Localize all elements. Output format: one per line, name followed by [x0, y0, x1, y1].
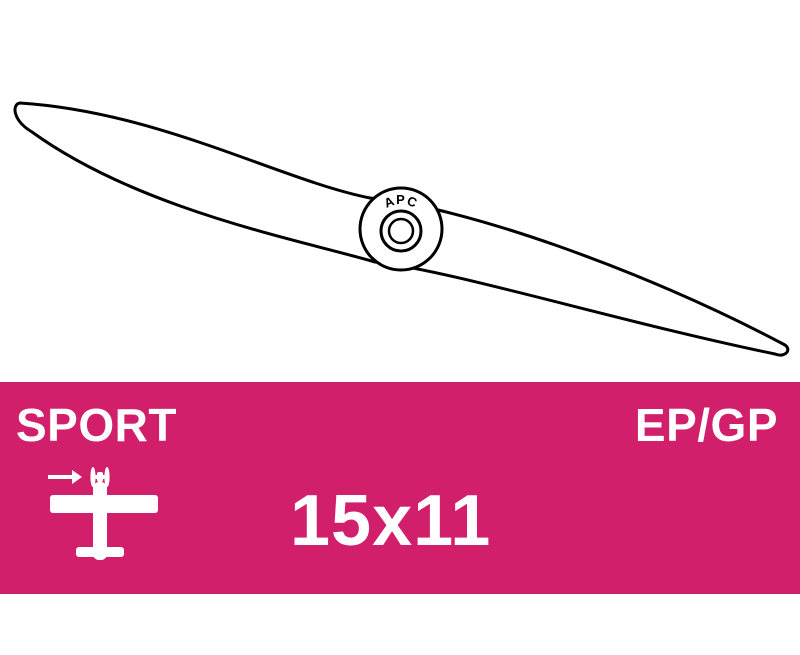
hub-label: APC: [382, 192, 420, 211]
product-band: SPORT EP/GP 15x11: [0, 382, 800, 594]
airplane-icon: [48, 467, 158, 560]
propeller-illustration: APC: [13, 101, 790, 357]
hub-ring-inner: [387, 217, 415, 245]
propeller-size: 15x11: [290, 481, 492, 561]
category-label: SPORT: [16, 399, 177, 451]
fuel-type-label: EP/GP: [634, 399, 778, 451]
